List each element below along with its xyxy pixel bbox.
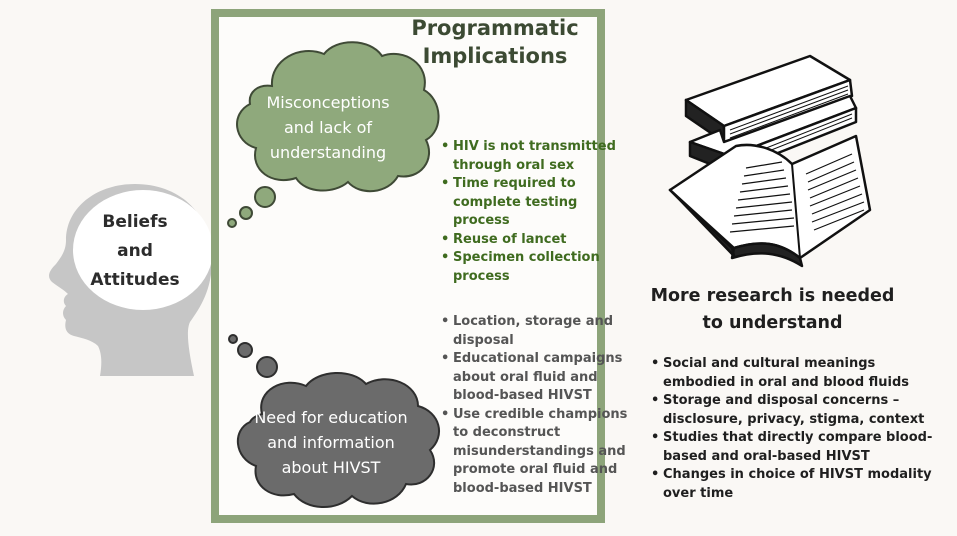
head-label: Beliefs and Attitudes <box>70 208 200 295</box>
list-item: Reuse of lancet <box>441 231 623 250</box>
list-item: Social and cultural meanings embodied in… <box>651 355 933 392</box>
list-item: Use credible champions to deconstruct mi… <box>441 406 628 499</box>
cloud-text-line: Misconceptions <box>266 93 390 112</box>
head-silhouette-icon <box>49 184 213 376</box>
head-label-line: and <box>117 241 153 261</box>
education-list: Location, storage and disposal Education… <box>439 313 628 498</box>
list-item: Changes in choice of HIVST modality over… <box>651 466 933 503</box>
list-item: Specimen collection process <box>441 249 623 286</box>
misconceptions-cloud <box>227 41 440 228</box>
list-item: HIV is not transmitted through oral sex <box>441 138 623 175</box>
education-cloud-text: Need for education and information about… <box>246 405 416 480</box>
list-item: Storage and disposal concerns – disclosu… <box>651 392 933 429</box>
panel-title-line: Implications <box>422 44 568 68</box>
misconceptions-list: HIV is not transmitted through oral sex … <box>439 138 623 286</box>
research-heading-line: More research is needed <box>650 286 895 306</box>
list-item: Educational campaigns about oral fluid a… <box>441 350 628 406</box>
books-icon <box>668 54 872 268</box>
research-heading: More research is needed to understand <box>640 283 905 337</box>
list-item: Time required to complete testing proces… <box>441 175 623 231</box>
cloud-text-line: understanding <box>269 143 387 162</box>
head-label-line: Beliefs <box>102 212 168 232</box>
list-item: Studies that directly compare blood-base… <box>651 429 933 466</box>
cloud-text-line: and lack of <box>283 118 372 137</box>
cloud-text-line: Need for education <box>254 408 408 427</box>
list-item: Location, storage and disposal <box>441 313 628 350</box>
head-label-line: Attitudes <box>90 270 180 290</box>
misconceptions-cloud-text: Misconceptions and lack of understanding <box>250 90 406 165</box>
cloud-text-line: and information <box>267 433 395 452</box>
research-heading-line: to understand <box>702 313 843 333</box>
research-list: Social and cultural meanings embodied in… <box>649 355 933 503</box>
education-cloud <box>228 334 440 509</box>
cloud-text-line: about HIVST <box>281 458 381 477</box>
panel-title: Programmatic Implications <box>395 14 595 70</box>
panel-title-line: Programmatic <box>411 16 579 40</box>
